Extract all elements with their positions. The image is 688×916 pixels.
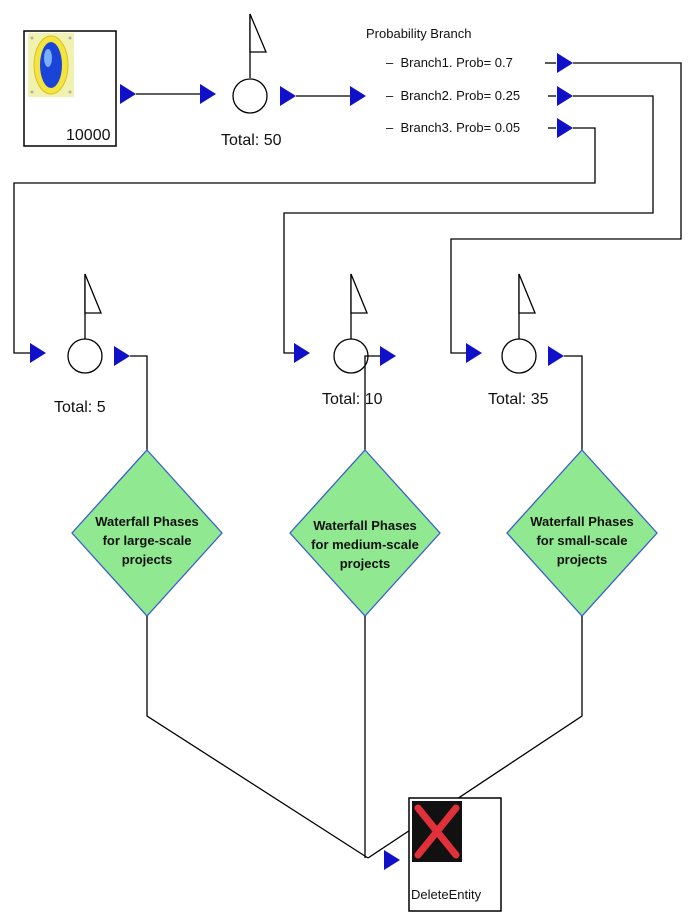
phase-small-text: Waterfall Phases for small-scale project…: [512, 512, 652, 569]
connector-counter-large-to-phase: [130, 355, 148, 450]
counter-large-flag-icon: [84, 273, 102, 339]
counter-small-input-port[interactable]: [466, 343, 482, 363]
branch2-item: – Branch2. Prob= 0.25: [386, 88, 520, 103]
phase-medium-line2: for medium-scale: [311, 537, 419, 552]
phase-small-line2: for small-scale: [536, 533, 628, 548]
branch3-output-port[interactable]: [557, 118, 573, 138]
source-output-port[interactable]: [120, 84, 136, 104]
phase-large-text: Waterfall Phases for large-scale project…: [77, 512, 217, 569]
phase-large-line3: projects: [121, 552, 173, 567]
main-counter-input-port[interactable]: [200, 84, 216, 104]
connector-counter-medium-to-phase: [364, 355, 380, 450]
counter-small-output-port[interactable]: [548, 346, 564, 366]
branch1-dash: –: [386, 55, 401, 70]
branch1-item: – Branch1. Prob= 0.7: [386, 55, 513, 70]
connector-counter-small-to-phase: [564, 355, 583, 450]
main-counter-total-label: Total: 50: [221, 132, 282, 149]
counter-medium-node[interactable]: [333, 338, 369, 374]
counter-medium-total-label: Total: 10: [322, 391, 383, 408]
connector-phase-large-to-sink: [146, 616, 369, 859]
sink-input-port[interactable]: [384, 850, 400, 870]
counter-medium-flag-icon: [350, 273, 368, 339]
connector-branch2-to-counter-medium: [283, 95, 654, 354]
counter-large-total-label: Total: 5: [54, 399, 106, 416]
branch3-dash: –: [386, 120, 401, 135]
delete-entity-label: DeleteEntity: [411, 887, 482, 902]
phase-large-line1: Waterfall Phases: [95, 514, 199, 529]
counter-small-node[interactable]: [501, 338, 537, 374]
counter-large-input-port[interactable]: [30, 343, 46, 363]
phase-small-line3: projects: [556, 552, 608, 567]
phase-medium-text: Waterfall Phases for medium-scale projec…: [293, 516, 437, 573]
probability-branch-title: Probability Branch: [366, 26, 472, 41]
branch-input-port[interactable]: [350, 86, 366, 106]
branch2-dash: –: [386, 88, 401, 103]
counter-large-node[interactable]: [67, 338, 103, 374]
counter-medium-output-port[interactable]: [380, 346, 396, 366]
counter-large-output-port[interactable]: [114, 346, 130, 366]
branch3-item: – Branch3. Prob= 0.05: [386, 120, 520, 135]
source-count-label: 10000: [66, 127, 111, 144]
delete-entity-block[interactable]: [408, 797, 502, 912]
delete-x-icon: [412, 801, 462, 862]
counter-small-flag-icon: [518, 273, 536, 339]
connector-branch3-to-counter-large: [13, 127, 596, 354]
branch2-output-port[interactable]: [557, 86, 573, 106]
counter-medium-input-port[interactable]: [294, 343, 310, 363]
phase-small-line1: Waterfall Phases: [530, 514, 634, 529]
main-counter-output-port[interactable]: [280, 86, 296, 106]
branch1-label: Branch1. Prob= 0.7: [400, 55, 513, 70]
phase-medium-line3: projects: [339, 556, 391, 571]
counter-small-total-label: Total: 35: [488, 391, 549, 408]
phase-large-line2: for large-scale: [102, 533, 192, 548]
source-block[interactable]: [23, 30, 117, 147]
branch1-output-port[interactable]: [557, 53, 573, 73]
branch3-label: Branch3. Prob= 0.05: [400, 120, 521, 135]
main-counter-node[interactable]: [232, 78, 268, 114]
main-counter-flag-icon: [249, 13, 267, 78]
entity-generator-icon: [28, 33, 74, 97]
connector-branch1-to-counter-small: [450, 62, 682, 354]
phase-medium-line1: Waterfall Phases: [313, 518, 417, 533]
branch2-label: Branch2. Prob= 0.25: [400, 88, 521, 103]
